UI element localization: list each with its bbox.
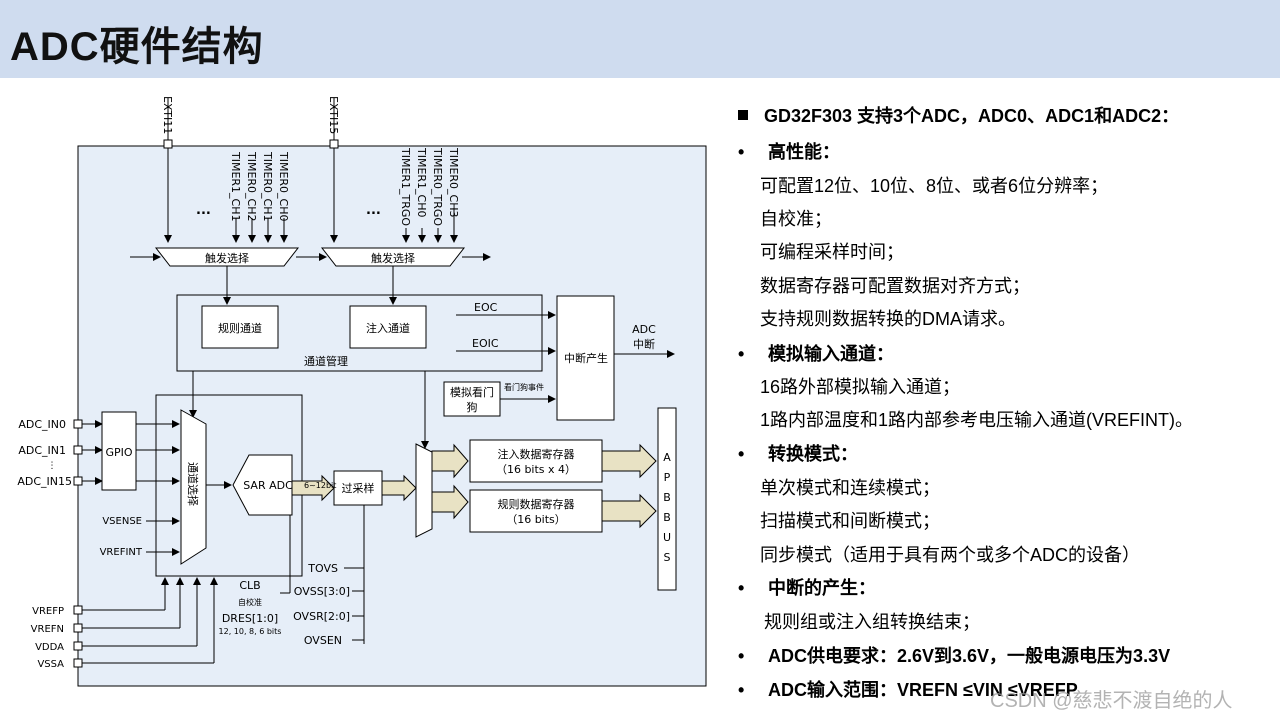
perf-item-2: 自校准； (760, 209, 832, 229)
ellipsis-right: ... (366, 203, 381, 218)
watchdog-label-1: 模拟看门 (450, 385, 494, 399)
interrupt-gen-label: 中断产生 (564, 351, 608, 365)
mode-item-1: 单次模式和连续模式； (760, 478, 940, 498)
gpio-box (101, 411, 137, 491)
trig-right-2: TIMER1_CH0 (415, 147, 428, 218)
regular-data-register (469, 489, 603, 533)
bits-label: 6~12bit (304, 481, 336, 490)
dres-label: DRES[1:0] (222, 612, 278, 625)
ovsr-label: OVSR[2:0] (293, 610, 350, 623)
vsense-label: VSENSE (102, 516, 142, 527)
trigger-select-right (320, 247, 466, 267)
inject-reg-label-2: （16 bits x 4） (496, 463, 576, 476)
mode-item-3: 同步模式（适用于具有两个或多个ADC的设备） (760, 545, 1141, 565)
channel-select-label: 通道选择 (186, 462, 200, 506)
perf-item-1: 可配置12位、10位、8位、或者6位分辨率； (760, 176, 1109, 196)
apb-bus-letter-2: P (664, 471, 671, 484)
analog-heading: •模拟输入通道： (738, 344, 894, 364)
analog-item-2: 1路内部温度和1路内部参考电压输入通道(VREFINT)。 (760, 410, 1194, 430)
adc-int-label-2: 中断 (633, 337, 655, 351)
apb-bus-letter-4: B (663, 511, 671, 524)
channel-select-mux (180, 409, 207, 565)
watermark: CSDN @慈悲不渡自绝的人 (990, 690, 1233, 712)
eoc-label: EOC (474, 301, 498, 314)
vrefint-label: VREFINT (100, 547, 143, 558)
perf-item-5: 支持规则数据转换的DMA请求。 (760, 309, 1016, 329)
regular-channel-box (201, 305, 279, 349)
trigger-select-left (154, 247, 300, 267)
adc-in0-label: ADC_IN0 (18, 418, 66, 431)
eoic-label: EOIC (472, 337, 499, 350)
int-item-1: 规则组或注入组转换结束； (764, 612, 980, 632)
vrefp-label: VREFP (32, 606, 64, 617)
trigger-select-right-label: 触发选择 (371, 251, 415, 265)
tovs-label: TOVS (307, 562, 338, 575)
apb-bus-letter-5: U (663, 531, 671, 544)
oversample-label: 过采样 (342, 481, 375, 495)
channel-management-box (176, 294, 543, 372)
sar-adc-label: SAR ADC (243, 479, 293, 492)
inject-reg-label-1: 注入数据寄存器 (498, 447, 575, 461)
vrefn-label: VREFN (31, 624, 64, 635)
exti11-label: EXTI11 (161, 96, 174, 134)
apb-bus-letter-6: S (664, 551, 671, 564)
trig-right-4: TIMER0_CH3 (447, 147, 460, 218)
exti15-label: EXTI15 (327, 96, 340, 134)
regular-channel-label: 规则通道 (218, 321, 262, 335)
page-title: ADC硬件结构 (10, 25, 264, 69)
inject-data-register (469, 439, 603, 483)
adc-in1-label: ADC_IN1 (18, 444, 66, 457)
trig-right-1: TIMER1_TRGO (399, 147, 412, 226)
watchdog-label-2: 狗 (467, 401, 478, 414)
trig-left-1: TIMER1_CH1 (229, 151, 242, 222)
trig-left-2: TIMER0_CH2 (245, 151, 258, 222)
ovss-label: OVSS[3:0] (294, 585, 350, 598)
mode-heading: •转换模式： (738, 444, 858, 464)
int-heading: •中断的产生： (738, 578, 876, 598)
gpio-label: GPIO (105, 446, 132, 459)
watchdog-event-label: 看门狗事件 (504, 382, 544, 392)
inject-channel-box (349, 305, 427, 349)
channel-mgmt-label: 通道管理 (304, 354, 348, 368)
title-bar: ADC硬件结构 (0, 0, 1280, 78)
apb-bus (657, 407, 677, 591)
trig-right-3: TIMER0_TRGO (431, 147, 444, 226)
mode-item-2: 扫描模式和间断模式； (760, 511, 940, 531)
trig-left-3: TIMER0_CH1 (261, 151, 274, 222)
vssa-label: VSSA (37, 659, 64, 670)
clb-label: CLB (239, 579, 260, 592)
dres-options-label: 12, 10, 8, 6 bits (219, 627, 282, 636)
adc-in-ellipsis: ⋮ (48, 461, 57, 471)
interrupt-gen-box (556, 295, 615, 421)
adc-int-label-1: ADC (632, 323, 656, 336)
inject-channel-label: 注入通道 (366, 321, 410, 335)
trig-left-4: TIMER0_CH0 (277, 151, 290, 222)
perf-item-4: 数据寄存器可配置数据对齐方式； (760, 276, 1030, 296)
perf-item-3: 可编程采样时间； (760, 242, 904, 262)
adc-block-diagram: EXTI11 EXTI15 TIMER1_CH1 TIMER0_CH2 TIME… (17, 96, 707, 687)
trigger-select-left-label: 触发选择 (205, 251, 249, 265)
apb-bus-letter-3: B (663, 491, 671, 504)
perf-heading: •高性能： (738, 142, 840, 162)
power-bullet: •ADC供电要求：2.6V到3.6V，一般电源电压为3.3V (738, 646, 1171, 666)
regular-reg-label-1: 规则数据寄存器 (498, 497, 575, 511)
self-cal-label: 自校准 (238, 597, 262, 607)
main-bullet: GD32F303 支持3个ADC，ADC0、ADC1和ADC2： (738, 102, 1179, 128)
ellipsis-left: ... (196, 203, 211, 218)
regular-reg-label-2: （16 bits） (506, 513, 566, 526)
adc-in15-label: ADC_IN15 (17, 475, 72, 488)
vdda-label: VDDA (35, 642, 64, 653)
range-bullet: •ADC输入范围：VREFN ≤VIN ≤VREFP (738, 680, 1078, 700)
ovsen-label: OVSEN (304, 634, 342, 647)
square-bullet-icon (738, 110, 748, 120)
output-mux (415, 443, 433, 538)
analog-item-1: 16路外部模拟输入通道； (760, 377, 961, 397)
apb-bus-letter-1: A (663, 451, 671, 464)
